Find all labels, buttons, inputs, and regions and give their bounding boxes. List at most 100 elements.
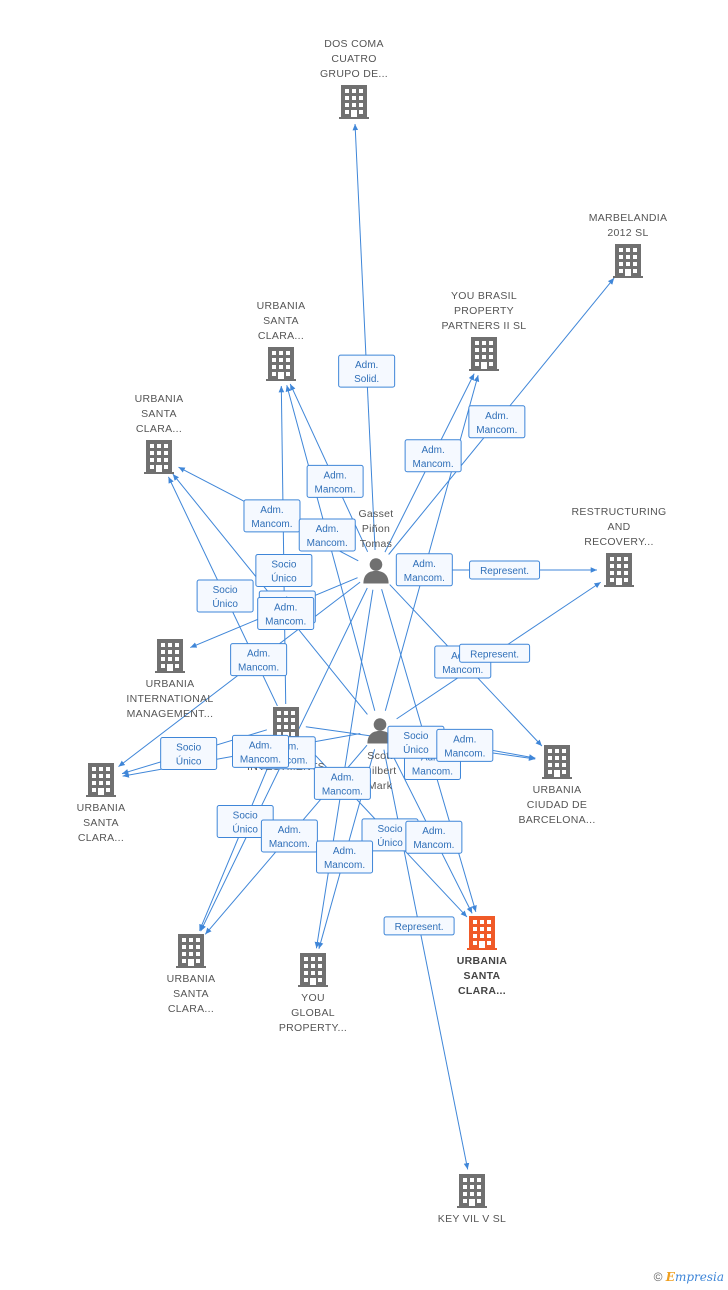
relation-label[interactable]: Adm.Mancom. <box>306 464 364 498</box>
company-node-urbania-intl[interactable]: URBANIAINTERNATIONALMANAGEMENT... <box>126 639 213 720</box>
node-label: Scott <box>367 750 392 762</box>
edge-scott-to-you_brasil <box>384 375 480 711</box>
relation-label[interactable]: Adm.Mancom. <box>231 734 289 768</box>
relation-label[interactable]: Represent. <box>459 643 531 663</box>
node-label: MANAGEMENT... <box>127 708 214 720</box>
relation-label[interactable]: Adm.Mancom. <box>404 439 462 473</box>
relation-label-box <box>395 553 453 587</box>
node-label: GRUPO DE... <box>320 68 388 80</box>
relation-label[interactable]: Adm.Mancom. <box>395 553 453 587</box>
node-label: SANTA <box>464 970 501 982</box>
relation-label-text: Único <box>377 836 403 849</box>
relation-label-text: Represent. <box>470 649 519 660</box>
company-node-urbania-sc-bottom[interactable]: URBANIASANTACLARA... <box>167 934 216 1015</box>
node-label: DOS COMA <box>324 38 384 50</box>
node-label: URBANIA <box>533 784 582 796</box>
relation-label-text: Mancom. <box>444 748 485 759</box>
company-node-urbania-sc-left[interactable]: URBANIASANTACLARA... <box>135 393 184 474</box>
relation-label-text: Único <box>212 597 238 610</box>
relation-label-box <box>231 734 289 768</box>
relation-label[interactable]: Adm.Mancom. <box>468 405 526 439</box>
relation-label[interactable]: Adm.Mancom. <box>260 819 318 853</box>
relation-label-box <box>298 518 356 552</box>
node-label: URBANIA <box>457 955 508 967</box>
relation-label-text: Mancom. <box>324 860 365 871</box>
relation-label[interactable]: Adm. Mancom. <box>316 840 374 874</box>
company-node-key-vil[interactable]: KEY VIL V SL <box>438 1174 506 1225</box>
relation-label-box <box>260 819 318 853</box>
relation-label[interactable]: Adm.Mancom. <box>313 766 371 800</box>
relation-label-text: Adm. <box>333 846 356 857</box>
building-icon <box>339 85 369 119</box>
relation-label-text: Único <box>176 754 202 767</box>
relation-label-box <box>160 736 218 770</box>
node-label: GLOBAL <box>291 1007 335 1019</box>
company-node-urbania-sc-farleft[interactable]: URBANIASANTACLARA... <box>77 763 126 844</box>
node-label: URBANIA <box>146 678 195 690</box>
node-label: URBANIA <box>135 393 184 405</box>
relation-label[interactable]: Adm.Mancom. <box>230 643 288 677</box>
relation-label[interactable]: Adm. Mancom. <box>436 728 494 762</box>
building-icon <box>457 1174 487 1208</box>
node-label: BARCELONA... <box>518 814 595 826</box>
relation-label[interactable]: Represent. <box>469 560 541 580</box>
relation-label[interactable]: Adm.Solid. <box>338 354 396 388</box>
relation-label-text: Adm. <box>422 826 445 837</box>
node-label: YOU BRASIL <box>451 290 517 302</box>
relation-label-text: Adm. <box>249 740 272 751</box>
relation-label-text: Mancom. <box>322 786 363 797</box>
relation-label-text: Adm. <box>260 505 283 516</box>
relation-label-text: Adm. <box>453 734 476 745</box>
copyright-symbol: © <box>653 1270 663 1284</box>
empresia-logo[interactable]: Empresia <box>665 1270 724 1284</box>
relation-label-text: Mancom. <box>413 459 454 470</box>
relation-label[interactable]: Adm.Mancom. <box>243 499 301 533</box>
company-node-restructuring[interactable]: RESTRUCTURINGANDRECOVERY... <box>572 506 667 587</box>
node-label: CLARA... <box>258 330 304 342</box>
relation-label-text: Mancom. <box>412 766 453 777</box>
node-label: PROPERTY <box>454 305 514 317</box>
relation-label-text: Adm. <box>278 825 301 836</box>
node-label: RESTRUCTURING <box>572 506 667 518</box>
node-label: Gasset <box>358 508 393 520</box>
relation-label-text: Adm. <box>323 470 346 481</box>
relation-label[interactable]: Represent. <box>383 916 455 936</box>
relation-label[interactable]: Adm.Mancom. <box>257 597 315 631</box>
node-label: CLARA... <box>458 985 506 997</box>
node-label: CLARA... <box>168 1003 214 1015</box>
node-label: MARBELANDIA <box>589 212 668 224</box>
company-node-urbania-sc-top[interactable]: URBANIASANTACLARA... <box>257 300 306 381</box>
building-icon <box>467 916 497 950</box>
relation-label-text: Adm. <box>413 559 436 570</box>
relation-label-text: Mancom. <box>476 425 517 436</box>
building-icon <box>298 953 328 987</box>
relation-label-text: Adm. <box>247 649 270 660</box>
edge-gasset-to-dos_coma <box>352 123 376 551</box>
node-label: SANTA <box>263 315 299 327</box>
node-label: YOU <box>301 992 325 1004</box>
node-label: Tomas <box>360 538 392 550</box>
footer-brand: © Empresia <box>654 1270 724 1284</box>
relation-label-box <box>257 597 315 631</box>
company-node-urbania-sc-focus[interactable]: URBANIA SANTA CLARA... <box>457 916 508 997</box>
relation-label[interactable]: Adm.Mancom. <box>405 820 463 854</box>
relation-label-text: Único <box>403 743 429 756</box>
relation-label-box <box>196 579 254 613</box>
relation-label[interactable]: Adm.Mancom. <box>298 518 356 552</box>
building-icon <box>266 347 296 381</box>
relation-label-box <box>468 405 526 439</box>
company-node-you-global[interactable]: YOUGLOBALPROPERTY... <box>279 953 347 1034</box>
